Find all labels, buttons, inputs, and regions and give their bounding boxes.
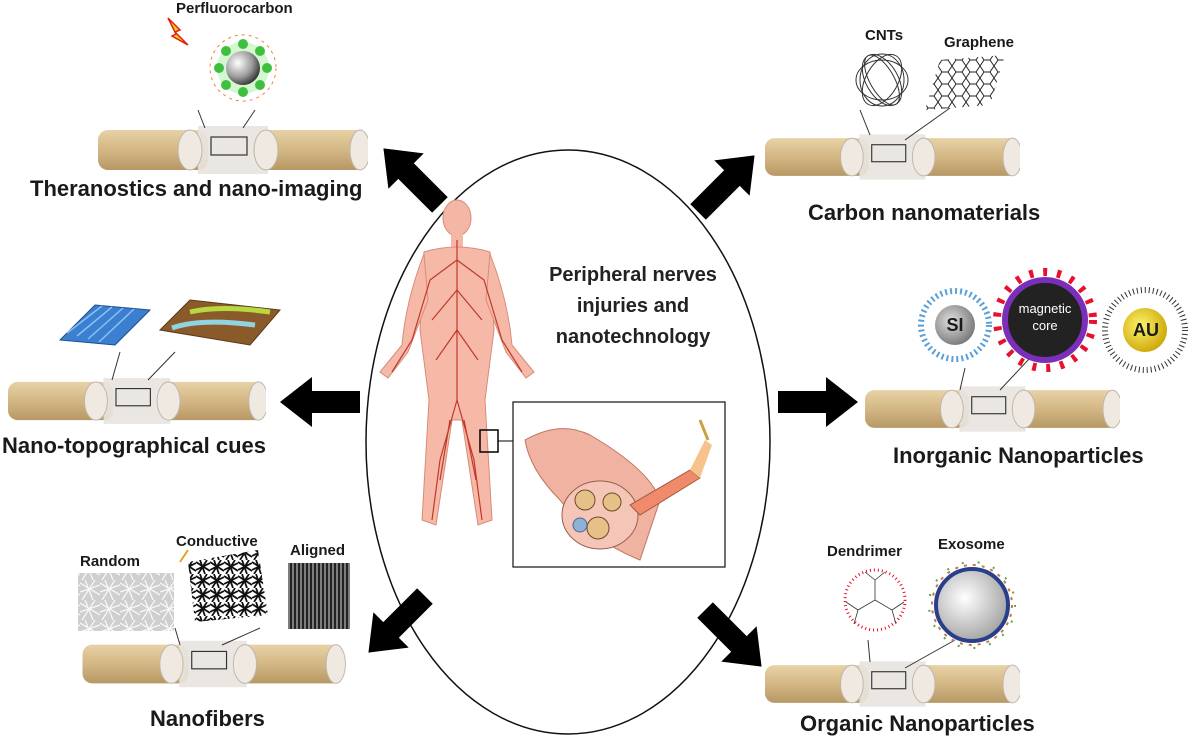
random-label: Random (80, 553, 140, 570)
au-label: AU (1133, 320, 1159, 340)
organic-label: Organic Nanoparticles (800, 711, 1035, 736)
conductive-label: Conductive (176, 533, 258, 550)
topographical-group (8, 299, 360, 427)
inorganic-group (778, 268, 1188, 433)
center-title: Peripheral nerves injuries and nanotechn… (533, 260, 733, 353)
lightning-icon (167, 17, 189, 46)
center-title-line-2: injuries and (576, 295, 690, 317)
exosome-label: Exosome (938, 536, 1005, 553)
nerve-cross-section-icon (512, 401, 726, 568)
aligned-label: Aligned (290, 542, 345, 559)
si-particle-icon (918, 288, 992, 362)
nanofibers-group (78, 549, 443, 688)
theranostics-group (98, 17, 458, 223)
exosome-icon (928, 561, 1016, 649)
magnetic-core-particle-icon (993, 268, 1097, 372)
cnt-icon (855, 53, 909, 107)
random-fibers-icon (78, 573, 174, 631)
magnetic-core-label: magnetic core (1018, 301, 1072, 333)
perfluorocarbon-particle (209, 34, 277, 102)
graphene-label: Graphene (944, 34, 1015, 51)
graphene-icon (925, 55, 1005, 110)
carbon-group (680, 53, 1020, 230)
au-particle-icon (1102, 287, 1188, 373)
organic-group (687, 561, 1020, 708)
dendrimer-label: Dendrimer (827, 543, 903, 560)
center-title-line-3: nanotechnology (555, 326, 711, 348)
carbon-label: Carbon nanomaterials (808, 200, 1041, 225)
dendrimer-icon (843, 568, 907, 632)
cnts-label: CNTs (865, 27, 904, 44)
center-title-line-1: Peripheral nerves (549, 264, 717, 286)
aligned-fibers-icon (288, 563, 350, 629)
nanofibers-label: Nanofibers (150, 706, 265, 731)
inorganic-label: Inorganic Nanoparticles (893, 443, 1144, 468)
theranostics-label: Theranostics and nano-imaging (30, 176, 363, 201)
human-body-icon (379, 199, 535, 526)
conductive-fibers-icon (188, 550, 268, 622)
si-label: SI (946, 315, 964, 335)
perfluorocarbon-label: Perfluorocarbon (176, 0, 293, 17)
grooved-surface-icon (58, 304, 152, 346)
topographical-label: Nano-topographical cues (2, 433, 267, 458)
